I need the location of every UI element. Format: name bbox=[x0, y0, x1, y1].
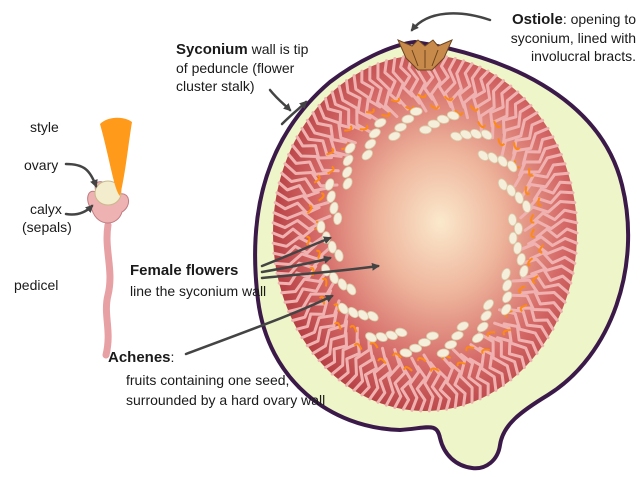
label-achenes-colon: : bbox=[171, 349, 175, 365]
label-calyx-line1: calyx bbox=[22, 200, 72, 218]
label-syconium-text3: cluster stalk) bbox=[176, 77, 308, 95]
label-achenes: Achenes: fruits containing one seed, sur… bbox=[108, 348, 325, 409]
label-ostiole-text1: : opening to bbox=[563, 11, 636, 27]
single-female-flower bbox=[88, 118, 132, 355]
label-female-title: Female flowers bbox=[130, 262, 266, 280]
achene bbox=[514, 222, 522, 234]
label-ovary: ovary bbox=[24, 156, 58, 174]
label-ostiole-title: Ostiole bbox=[512, 11, 563, 28]
label-style: style bbox=[30, 118, 59, 136]
label-achenes-text2: surrounded by a hard ovary wall bbox=[126, 391, 325, 409]
label-female-text: line the syconium wall bbox=[130, 282, 266, 300]
arrow-ovary bbox=[66, 164, 96, 186]
label-syconium: Syconium wall is tip of peduncle (flower… bbox=[176, 40, 308, 95]
label-ostiole: Ostiole: opening to syconium, lined with… bbox=[478, 10, 636, 65]
label-syconium-text1: wall is tip bbox=[248, 41, 309, 57]
label-calyx-line2: (sepals) bbox=[22, 218, 72, 236]
label-pedicel: pedicel bbox=[14, 276, 58, 294]
label-ostiole-text3: involucral bracts. bbox=[478, 47, 636, 65]
pedicel-stalk bbox=[106, 225, 110, 355]
label-achenes-text1: fruits containing one seed, bbox=[126, 371, 325, 389]
label-calyx: calyx (sepals) bbox=[22, 200, 72, 236]
achene bbox=[317, 221, 326, 233]
label-achenes-title: Achenes bbox=[108, 349, 171, 366]
achene bbox=[419, 339, 431, 347]
label-syconium-title: Syconium bbox=[176, 41, 248, 58]
label-syconium-text2: of peduncle (flower bbox=[176, 59, 308, 77]
label-female-flowers: Female flowers line the syconium wall bbox=[130, 262, 266, 300]
label-ostiole-text2: syconium, lined with bbox=[478, 29, 636, 47]
